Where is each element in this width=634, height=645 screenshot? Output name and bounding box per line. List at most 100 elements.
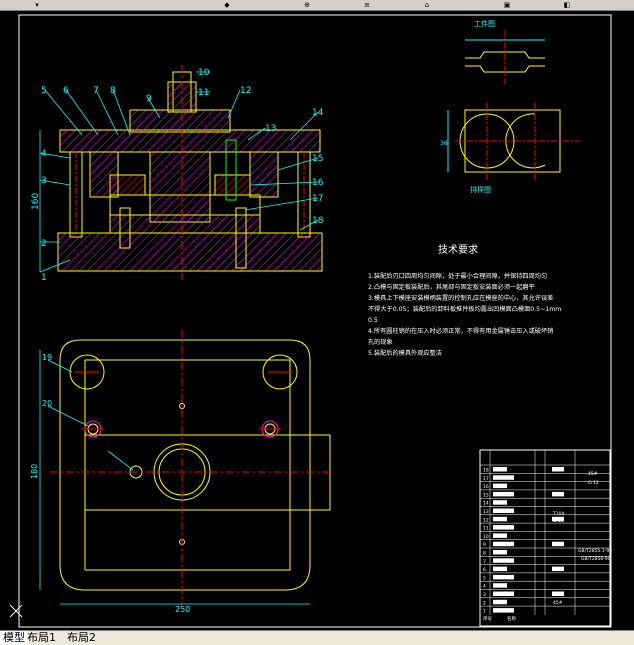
- tb-row-name-block: [493, 500, 507, 505]
- tech-line: 0.5: [368, 317, 378, 324]
- dim-height-plan: 180: [30, 464, 39, 479]
- toolbar-icon-2[interactable]: ◆: [224, 1, 230, 9]
- section-label: 5: [41, 86, 47, 96]
- tb-row-name-block: [493, 483, 507, 489]
- section-label: 9: [146, 94, 152, 104]
- toolbar-icon-6[interactable]: ▣: [503, 1, 511, 9]
- tb-row-material-block: [552, 566, 564, 572]
- drawing-canvas[interactable]: 1 2 3 4 5 6 7 8 9 10 11 12 13 14 15 16 1…: [0, 10, 634, 630]
- tb-row-name-block: [493, 558, 514, 563]
- layout-title: 排样图: [470, 185, 491, 194]
- tb-note: T10A: [552, 511, 565, 517]
- toolbar-icon-3[interactable]: ⊕: [304, 1, 310, 9]
- toolbar: ▾ ◆ ⊕ ≡ ⌂ ▣ ◧: [0, 0, 634, 11]
- section-label: 16: [312, 178, 324, 188]
- tb-row-name-block: [493, 608, 514, 613]
- tb-row-name-block: [493, 508, 514, 513]
- tb-row-number: 17: [483, 476, 489, 482]
- tb-row-name-block: [493, 550, 507, 555]
- tech-title: 技术要求: [438, 243, 478, 256]
- tb-row-number: 7: [483, 559, 486, 565]
- tech-line: 1.装配后刃口四周均匀间隙，处于最小合理间隙，并保持四周均匀: [368, 272, 547, 280]
- tech-line: 3.模具上下模座安装模柄装置的控制孔应在模座的中心，其允许误差: [368, 294, 553, 302]
- tb-row-name-block: [493, 475, 514, 480]
- tb-row-number: 18: [483, 468, 489, 474]
- tb-row-number: 15: [483, 492, 489, 498]
- section-label: 15: [312, 154, 323, 164]
- section-label: 11: [198, 88, 209, 98]
- tb-row-name-block: [493, 541, 514, 547]
- tb-row-number: 11: [483, 526, 489, 532]
- section-label: 2: [41, 239, 47, 249]
- dim-width-plan: 250: [175, 605, 190, 614]
- tb-row-number: 12: [483, 517, 489, 523]
- toolbar-icon-5[interactable]: ⌂: [424, 1, 430, 9]
- plan-view: 19 20 180 250: [30, 330, 331, 614]
- tab-layout2[interactable]: 布局2: [67, 631, 96, 644]
- tab-model[interactable]: 模型: [0, 631, 28, 645]
- section-label: 3: [41, 176, 47, 186]
- tb-row-number: 14: [483, 501, 489, 507]
- layout-tabs: 模型 布局1 布局2: [0, 630, 634, 645]
- part-title: 工件图: [474, 19, 495, 28]
- tech-line: 5.装配后的模具外观应整洁: [368, 349, 442, 357]
- tb-row-material-block: [552, 591, 564, 596]
- tech-line: 不得大于0.05；装配后的卸料板推件板均露出凹模面凸模面0.5~1mm: [368, 305, 561, 313]
- section-label: 17: [312, 194, 323, 204]
- tb-row-number: 8: [483, 551, 486, 557]
- tb-row-name-block: [493, 583, 507, 588]
- tb-std: GB/T2855.1-90: [578, 548, 612, 554]
- tb-row-number: 1: [483, 609, 486, 615]
- tb-row-material-block: [552, 516, 564, 522]
- tb-row-number: 3: [483, 592, 486, 598]
- part-view: 工件图 排样图 36: [440, 19, 580, 194]
- tb-row-material-block: [552, 467, 564, 472]
- tb-footer: 名称: [507, 615, 516, 622]
- dim-part: 36: [440, 140, 448, 147]
- tb-row-name-block: [493, 599, 507, 605]
- tb-row-number: 9: [483, 542, 486, 548]
- tb-row-name-block: [493, 533, 507, 538]
- tb-row-number: 13: [483, 509, 489, 515]
- toolbar-icon-1[interactable]: ▾: [35, 1, 39, 9]
- tb-row-material-block: [552, 541, 564, 547]
- section-label: 7: [93, 86, 99, 96]
- tb-row-material-block: [552, 491, 564, 497]
- label-20: 20: [42, 399, 52, 408]
- tb-row-name-block: [493, 591, 514, 596]
- tb-row-number: 5: [483, 575, 486, 581]
- tb-row-name-block: [493, 525, 514, 530]
- tb-note: Cr12: [553, 518, 564, 524]
- toolbar-icon-7[interactable]: ◧: [563, 1, 571, 9]
- section-label: 1: [41, 273, 47, 283]
- tb-row-name-block: [493, 491, 514, 497]
- tb-row-name-block: [493, 516, 507, 522]
- section-label: 6: [63, 86, 69, 96]
- section-label: 4: [41, 149, 47, 159]
- label-19: 19: [42, 353, 52, 362]
- tb-note: 45#: [588, 471, 598, 477]
- tb-row-number: 4: [483, 584, 486, 590]
- tab-layout1[interactable]: 布局1: [27, 631, 56, 644]
- tech-line: 2.凸模与固定板装配后，其尾部与固定板安装面必须一起磨平: [368, 283, 535, 291]
- tb-std: GB/T2856-90: [581, 556, 611, 562]
- tb-footer: 序号: [483, 615, 492, 622]
- section-label: 8: [110, 86, 116, 96]
- section-label: 13: [265, 124, 276, 134]
- section-view: 1 2 3 4 5 6 7 8 9 10 11 12 13 14 15 16 1…: [31, 65, 324, 283]
- toolbar-icon-4[interactable]: ≡: [364, 1, 370, 9]
- tech-line: 4.所有圆柱销的在压入时必须正常，不得有用金属锤击压入或破坏销: [368, 327, 553, 335]
- tb-row-name-block: [493, 566, 507, 572]
- tb-row-number: 16: [483, 484, 489, 490]
- ucs-icon: [9, 604, 23, 618]
- section-label: 12: [240, 86, 251, 96]
- tb-row-number: 6: [483, 567, 486, 573]
- tb-note: Cr12: [588, 480, 599, 486]
- tech-line: 孔的现象: [368, 338, 393, 346]
- tech-requirements: 技术要求 1.装配后刃口四周均匀间隙，处于最小合理间隙，并保持四周均匀 2.凸模…: [368, 243, 561, 357]
- section-label: 14: [312, 108, 324, 118]
- dim-height-main: 160: [31, 193, 41, 210]
- tb-note: 45#: [553, 600, 563, 606]
- tb-row-number: 2: [483, 600, 486, 606]
